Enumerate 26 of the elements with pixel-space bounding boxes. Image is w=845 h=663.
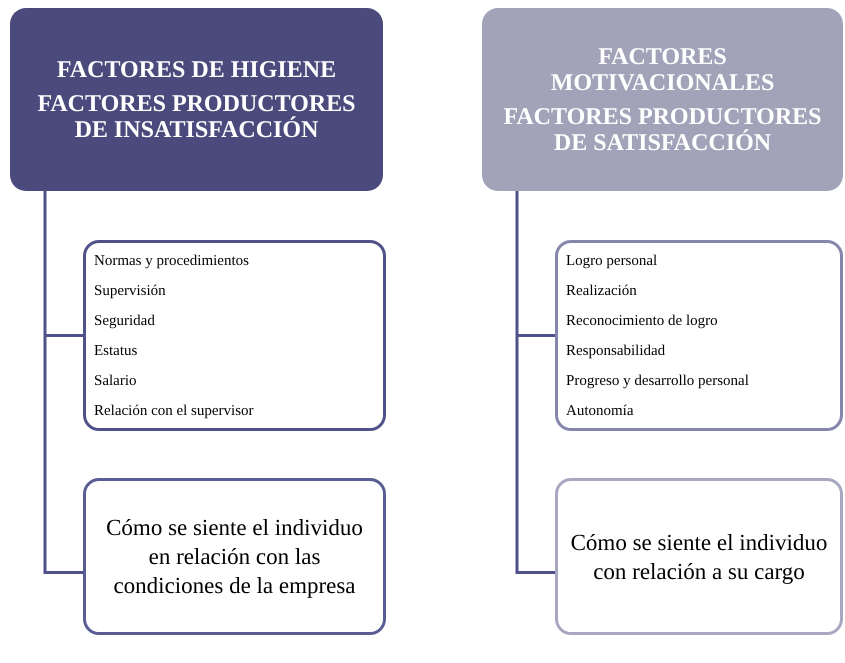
header-title: FACTORES PRODUCTORES DE SATISFACCIÓN xyxy=(502,104,823,156)
description-box xyxy=(555,478,843,635)
connector-line xyxy=(516,191,555,574)
factor-item: Logro personal xyxy=(566,252,658,270)
description-box xyxy=(83,478,386,635)
factor-item: Relación con el supervisor xyxy=(94,402,255,420)
factor-list-box xyxy=(555,240,843,431)
header-title: FACTORES MOTIVACIONALES xyxy=(550,44,776,96)
header-box xyxy=(482,8,843,191)
factor-item: Responsabilidad xyxy=(566,342,666,360)
factor-item: Progreso y desarrollo personal xyxy=(566,372,750,390)
factor-item: Realización xyxy=(566,282,638,300)
factor-item: Normas y procedimientos xyxy=(94,252,250,270)
factor-item: Supervisión xyxy=(94,282,167,300)
header-title: FACTORES DE HIGIENE xyxy=(56,56,336,82)
factor-item: Estatus xyxy=(94,342,138,360)
factor-list-box xyxy=(83,240,386,431)
connector-line xyxy=(44,191,83,574)
description-text: Cómo se siente el individuo en relación con las condiciones de la empresa xyxy=(105,514,364,600)
factor-item: Seguridad xyxy=(94,312,156,330)
header-title: FACTORES PRODUCTORES DE INSATISFACCIÓN xyxy=(36,90,357,142)
header-box xyxy=(10,8,383,191)
factor-item: Reconocimiento de logro xyxy=(566,312,719,330)
factor-item: Salario xyxy=(94,372,138,390)
factor-item: Autonomía xyxy=(566,402,634,420)
description-text: Cómo se siente el individuo con relación a su cargo xyxy=(570,528,828,586)
